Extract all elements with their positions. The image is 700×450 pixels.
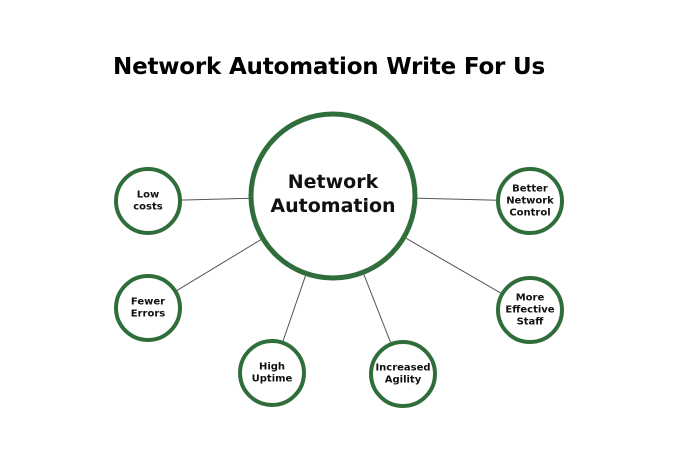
node-fewer-errors-label-line-2: Errors xyxy=(131,309,165,320)
node-high-uptime-label-line-2: Uptime xyxy=(252,374,293,385)
node-more-effective-staff-label-line-1: More xyxy=(516,293,545,304)
node-low-costs-label-line-2: costs xyxy=(133,202,163,213)
connectors xyxy=(175,197,503,345)
node-high-uptime-label-line-1: High xyxy=(259,362,285,373)
center-node-label-line-2: Automation xyxy=(270,195,395,217)
node-increased-agility-label-line-2: Agility xyxy=(385,375,422,386)
connector-low-costs xyxy=(179,197,252,201)
node-increased-agility-circle xyxy=(369,340,437,408)
center-node-circle xyxy=(248,111,418,281)
node-more-effective-staff-circle xyxy=(496,276,564,344)
page-title: Network Automation Write For Us xyxy=(113,54,545,80)
node-more-effective-staff-label-line-2: Effective xyxy=(505,305,554,316)
node-better-network-control-label-line-3: Control xyxy=(509,208,550,219)
node-better-network-control-circle xyxy=(496,167,564,235)
node-better-network-control-label-line-2: Network xyxy=(506,196,554,207)
connector-high-uptime xyxy=(281,273,307,343)
node-increased-agility-label-line-1: Increased xyxy=(375,363,430,374)
node-low-costs-circle xyxy=(114,167,182,235)
node-high-uptime-circle xyxy=(238,339,306,407)
node-more-effective-staff-label-line-3: Staff xyxy=(517,317,545,328)
center-node-label-line-1: Network xyxy=(288,171,379,193)
connector-more-effective-staff xyxy=(403,236,503,295)
node-better-network-control-label-line-1: Better xyxy=(512,184,548,195)
node-low-costs-label-line-1: Low xyxy=(137,190,159,201)
connector-better-network-control xyxy=(414,197,499,201)
connector-increased-agility xyxy=(362,272,392,345)
node-fewer-errors-circle xyxy=(114,274,182,342)
node-fewer-errors-label-line-1: Fewer xyxy=(131,297,165,308)
connector-fewer-errors xyxy=(175,238,264,292)
nodes: NetworkAutomationLowcostsFewerErrorsHigh… xyxy=(114,111,564,408)
